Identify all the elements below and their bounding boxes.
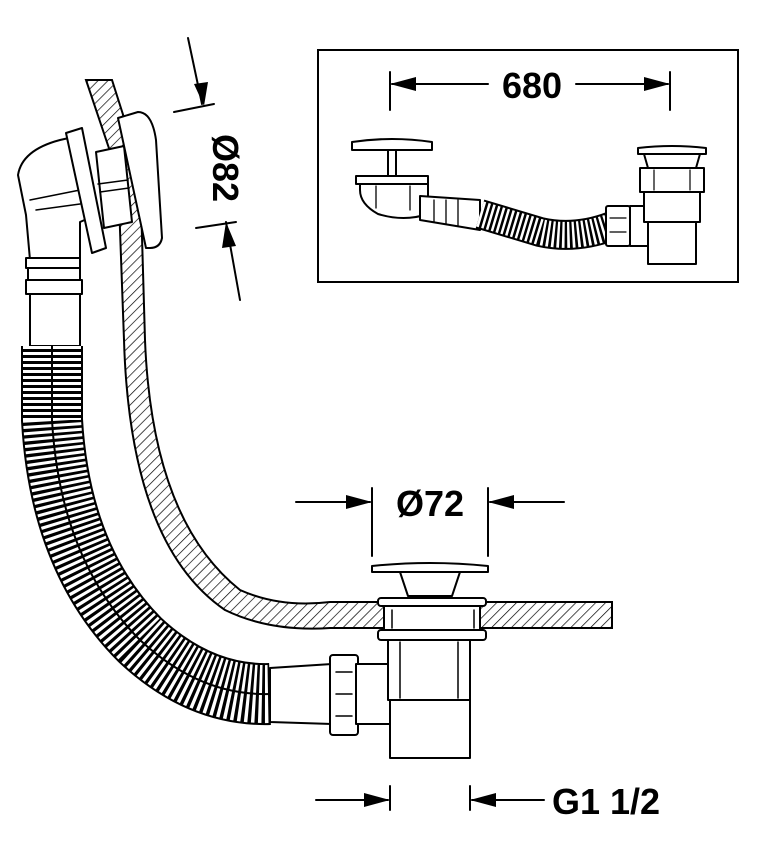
waste-assembly bbox=[269, 562, 489, 759]
overflow-assembly bbox=[17, 111, 163, 347]
thread-label: G1 1/2 bbox=[552, 781, 660, 822]
overflow-diameter-label: Ø82 bbox=[205, 134, 246, 202]
waste-diameter-label: Ø72 bbox=[396, 483, 464, 524]
dimension-overflow-diameter: Ø82 bbox=[173, 37, 246, 301]
bath-tub-wall bbox=[84, 79, 613, 630]
length-label: 680 bbox=[502, 65, 562, 106]
corrugated-hose bbox=[20, 346, 271, 726]
dimension-waste-diameter: Ø72 bbox=[295, 483, 565, 557]
inset-length-view: 680 bbox=[317, 49, 739, 283]
dimension-thread: G1 1/2 bbox=[315, 781, 660, 822]
